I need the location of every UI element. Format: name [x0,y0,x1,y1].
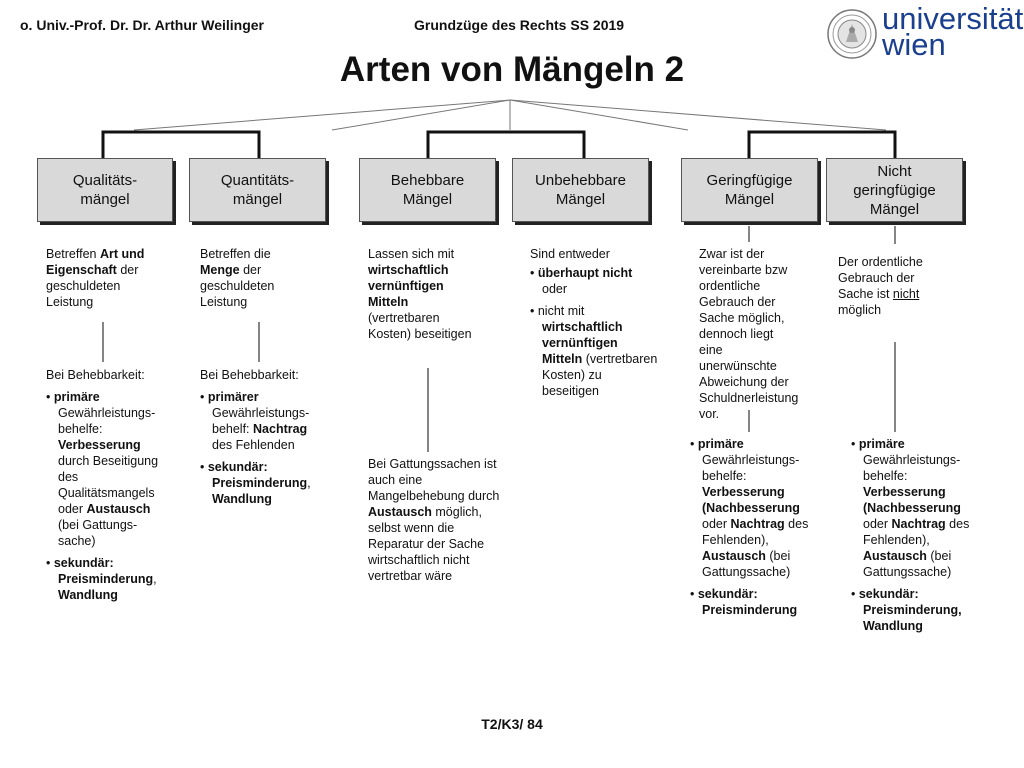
university-seal-icon [827,9,877,59]
university-logo: universität wien [826,2,1023,64]
logo-text-wien: wien [882,27,946,62]
col6-description: Der ordentliche Gebrauch der Sache ist n… [838,255,923,317]
box-unbehebbare-maengel: Unbehebbare Mängel [512,158,649,222]
course-title: Grundzüge des Rechts SS 2019 [414,17,625,33]
logo-text-universitaet: universität [882,1,1024,36]
col2-remedies: Bei Behebbarkeit: • primärer Gewährleist… [200,368,311,506]
box-behebbare-maengel: Behebbare Mängel [359,158,496,222]
slide-number: T2/K3/ 84 [481,716,543,732]
col4-description: Sind entweder • überhaupt nicht oder • n… [530,247,658,398]
box-quantitaetsmaengel: Quantitäts- mängel [189,158,326,222]
col1-remedies: Bei Behebbarkeit: • primäre Gewährleistu… [46,368,159,602]
col3-gattungssachen: Bei Gattungssachen ist auch eine Mangelb… [368,457,500,583]
col6-remedies: • primäre Gewährleistungs-behelfe: Verbe… [851,437,970,633]
slide-title: Arten von Mängeln 2 [339,50,685,89]
col2-description: Betreffen die Menge der geschuldeten Lei… [200,247,275,309]
col5-remedies: • primäre Gewährleistungs-behelfe: Verbe… [690,437,809,617]
box-qualitaetsmaengel: Qualitäts- mängel [37,158,173,222]
col3-description: Lassen sich mit wirtschaftlich vernünfti… [368,247,472,341]
col5-description: Zwar ist der vereinbarte bzw ordentliche… [699,247,799,421]
box-geringfuegige-maengel: Geringfügige Mängel [681,158,818,222]
box-nicht-geringfuegige-maengel: Nicht geringfügige Mängel [826,158,963,222]
lecturer-name: o. Univ.-Prof. Dr. Dr. Arthur Weilinger [20,17,264,33]
col1-description: Betreffen Art und Eigenschaft der geschu… [46,247,145,309]
